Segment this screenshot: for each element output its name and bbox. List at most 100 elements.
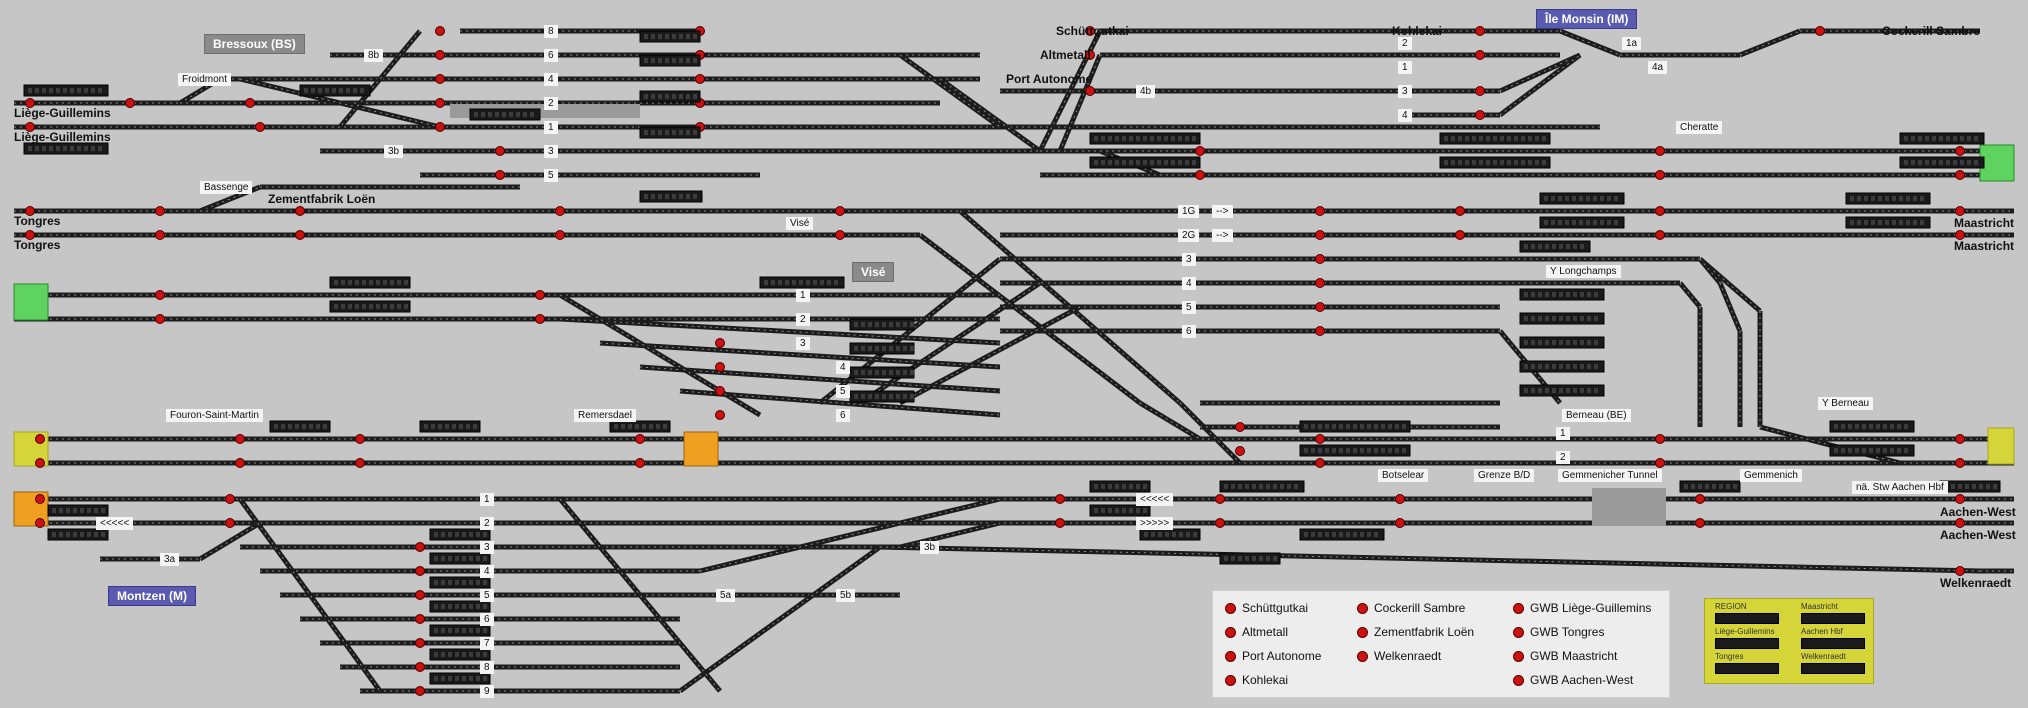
signal-light[interactable] — [25, 206, 35, 216]
signal-light[interactable] — [1955, 170, 1965, 180]
legend-item[interactable]: GWB Aachen-West — [1513, 673, 1633, 687]
signal-light[interactable] — [715, 386, 725, 396]
signal-light[interactable] — [355, 434, 365, 444]
signal-light[interactable] — [1475, 26, 1485, 36]
signal-light[interactable] — [1955, 230, 1965, 240]
region-indicator[interactable] — [1801, 638, 1865, 649]
signal-light[interactable] — [1055, 494, 1065, 504]
indicator-panel[interactable] — [1219, 552, 1281, 565]
indicator-panel[interactable] — [639, 90, 701, 103]
indicator-panel[interactable] — [269, 420, 331, 433]
signal-light[interactable] — [1455, 206, 1465, 216]
signal-light[interactable] — [35, 434, 45, 444]
signal-light[interactable] — [1655, 170, 1665, 180]
signal-light[interactable] — [1655, 206, 1665, 216]
signal-light[interactable] — [835, 230, 845, 240]
indicator-panel[interactable] — [1089, 480, 1151, 493]
indicator-panel[interactable] — [429, 648, 491, 661]
signal-light[interactable] — [25, 122, 35, 132]
legend-item[interactable]: GWB Tongres — [1513, 625, 1604, 639]
signal-light[interactable] — [1085, 26, 1095, 36]
signal-light[interactable] — [435, 74, 445, 84]
signal-light[interactable] — [1475, 110, 1485, 120]
indicator-panel[interactable] — [639, 190, 703, 203]
signal-light[interactable] — [1655, 434, 1665, 444]
signal-light[interactable] — [1695, 494, 1705, 504]
signal-light[interactable] — [235, 458, 245, 468]
signal-light[interactable] — [1815, 26, 1825, 36]
signal-light[interactable] — [25, 230, 35, 240]
signal-light[interactable] — [635, 458, 645, 468]
signal-light[interactable] — [1215, 494, 1225, 504]
signal-light[interactable] — [1955, 566, 1965, 576]
signal-light[interactable] — [1055, 518, 1065, 528]
signal-light[interactable] — [835, 206, 845, 216]
indicator-panel[interactable] — [1089, 504, 1151, 517]
signal-light[interactable] — [1655, 230, 1665, 240]
signal-light[interactable] — [415, 686, 425, 696]
station-bressoux[interactable]: Bressoux (BS) — [204, 34, 305, 54]
signal-light[interactable] — [1655, 146, 1665, 156]
indicator-panel[interactable] — [639, 126, 701, 139]
signal-light[interactable] — [555, 230, 565, 240]
indicator-panel[interactable] — [429, 552, 491, 565]
signal-light[interactable] — [295, 230, 305, 240]
signal-light[interactable] — [1695, 518, 1705, 528]
signal-light[interactable] — [415, 566, 425, 576]
signal-light[interactable] — [35, 458, 45, 468]
region-indicator[interactable] — [1715, 663, 1779, 674]
legend-item[interactable]: Kohlekai — [1225, 673, 1288, 687]
signal-light[interactable] — [1955, 146, 1965, 156]
signal-light[interactable] — [495, 170, 505, 180]
indicator-panel[interactable] — [429, 600, 491, 613]
signal-light[interactable] — [1085, 86, 1095, 96]
signal-light[interactable] — [155, 230, 165, 240]
legend-item[interactable]: GWB Maastricht — [1513, 649, 1617, 663]
legend-item[interactable]: GWB Liège-Guillemins — [1513, 601, 1651, 615]
indicator-panel[interactable] — [429, 576, 491, 589]
signal-light[interactable] — [535, 314, 545, 324]
signal-light[interactable] — [155, 314, 165, 324]
signal-light[interactable] — [1195, 146, 1205, 156]
signal-light[interactable] — [715, 410, 725, 420]
signal-light[interactable] — [1315, 326, 1325, 336]
signal-light[interactable] — [35, 518, 45, 528]
signal-light[interactable] — [1315, 230, 1325, 240]
signal-light[interactable] — [1475, 50, 1485, 60]
indicator-panel[interactable] — [609, 420, 671, 433]
signal-light[interactable] — [1235, 422, 1245, 432]
signal-light[interactable] — [245, 98, 255, 108]
signal-light[interactable] — [1315, 278, 1325, 288]
signal-light[interactable] — [1955, 458, 1965, 468]
indicator-panel[interactable] — [429, 528, 491, 541]
signal-light[interactable] — [715, 338, 725, 348]
signal-light[interactable] — [415, 590, 425, 600]
legend-item[interactable]: Welkenraedt — [1357, 649, 1441, 663]
legend-item[interactable]: Zementfabrik Loën — [1357, 625, 1474, 639]
signal-light[interactable] — [435, 26, 445, 36]
indicator-panel[interactable] — [1939, 480, 2001, 493]
indicator-panel[interactable] — [1139, 528, 1201, 541]
signal-light[interactable] — [415, 638, 425, 648]
signal-light[interactable] — [1315, 254, 1325, 264]
signal-light[interactable] — [555, 206, 565, 216]
signal-light[interactable] — [1315, 206, 1325, 216]
indicator-panel[interactable] — [47, 528, 109, 541]
signal-light[interactable] — [415, 542, 425, 552]
region-indicator[interactable] — [1801, 613, 1865, 624]
region-indicator[interactable] — [1801, 663, 1865, 674]
signal-light[interactable] — [1315, 434, 1325, 444]
signal-light[interactable] — [415, 662, 425, 672]
signal-light[interactable] — [1315, 458, 1325, 468]
signal-light[interactable] — [435, 122, 445, 132]
signal-light[interactable] — [295, 206, 305, 216]
legend-item[interactable]: Cockerill Sambre — [1357, 601, 1465, 615]
signal-light[interactable] — [1955, 206, 1965, 216]
signal-light[interactable] — [255, 122, 265, 132]
station-ile-monsin[interactable]: Île Monsin (IM) — [1536, 9, 1638, 29]
signal-light[interactable] — [495, 146, 505, 156]
signal-light[interactable] — [125, 98, 135, 108]
indicator-panel[interactable] — [1679, 480, 1741, 493]
signal-light[interactable] — [235, 434, 245, 444]
signal-light[interactable] — [1395, 494, 1405, 504]
